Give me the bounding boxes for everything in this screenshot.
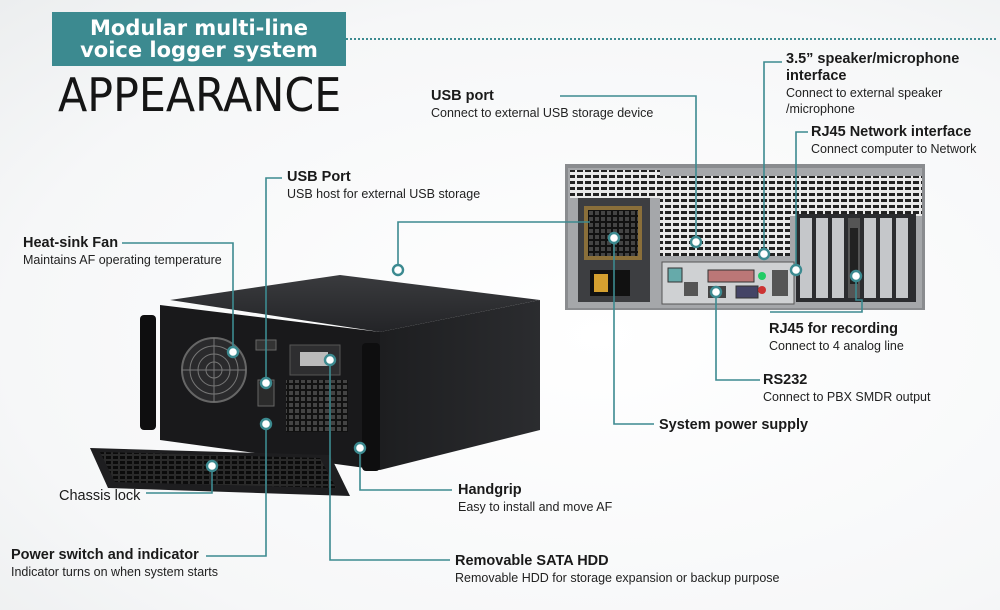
- banner-dotted-rule: [346, 38, 996, 40]
- callout-sata-hdd: Removable SATA HDD Removable HDD for sto…: [455, 553, 779, 586]
- rs232-desc: Connect to PBX SMDR output: [763, 390, 931, 404]
- speaker-mic-title-2: interface: [786, 68, 847, 84]
- header-banner: Modular multi-line voice logger system: [52, 12, 346, 66]
- callout-speaker-mic: 3.5” speaker/microphone interface Connec…: [786, 51, 959, 117]
- callout-usb-port-front: USB Port USB host for external USB stora…: [287, 169, 480, 202]
- callout-power-switch: Power switch and indicator Indicator tur…: [11, 547, 218, 580]
- rj45-network-title: RJ45 Network interface: [811, 124, 972, 140]
- rj45-network-desc: Connect computer to Network: [811, 142, 977, 156]
- speaker-mic-desc-1: Connect to external speaker: [786, 86, 943, 100]
- callout-power-supply: System power supply: [659, 417, 808, 434]
- power-supply-title: System power supply: [659, 417, 809, 433]
- callout-rs232: RS232 Connect to PBX SMDR output: [763, 372, 930, 405]
- usb-port-rear-desc: Connect to external USB storage device: [431, 106, 654, 120]
- rear-chassis-image: [565, 164, 925, 310]
- callout-handgrip: Handgrip Easy to install and move AF: [458, 482, 612, 515]
- callout-markers: [205, 231, 863, 473]
- usb-port-front-desc: USB host for external USB storage: [287, 187, 481, 201]
- rj45-recording-title: RJ45 for recording: [769, 321, 898, 337]
- power-switch-desc: Indicator turns on when system starts: [11, 565, 219, 579]
- rs232-title: RS232: [763, 372, 808, 388]
- callout-usb-port-rear: USB port Connect to external USB storage…: [431, 88, 653, 121]
- leader-lines: [122, 61, 863, 561]
- heatsink-fan-title: Heat-sink Fan: [23, 235, 119, 251]
- banner-line-2: voice logger system: [80, 38, 318, 62]
- callout-rj45-recording: RJ45 for recording Connect to 4 analog l…: [769, 321, 904, 354]
- sata-hdd-desc: Removable HDD for storage expansion or b…: [455, 571, 780, 585]
- callout-chassis-lock: Chassis lock: [59, 488, 140, 505]
- banner-line-1: Modular multi-line: [90, 16, 308, 40]
- speaker-mic-desc-2: /microphone: [786, 102, 855, 116]
- sata-hdd-title: Removable SATA HDD: [455, 553, 609, 569]
- speaker-mic-title-1: 3.5” speaker/microphone: [786, 51, 960, 67]
- front-chassis-image: [90, 275, 540, 496]
- page-title: APPEARANCE: [58, 68, 342, 122]
- rj45-recording-desc: Connect to 4 analog line: [769, 339, 904, 353]
- usb-port-front-title: USB Port: [287, 169, 351, 185]
- chassis-lock-title: Chassis lock: [59, 488, 141, 504]
- callout-rj45-network: RJ45 Network interface Connect computer …: [811, 124, 976, 157]
- power-switch-title: Power switch and indicator: [11, 547, 199, 563]
- handgrip-title: Handgrip: [458, 482, 522, 498]
- handgrip-desc: Easy to install and move AF: [458, 500, 613, 514]
- usb-port-rear-title: USB port: [431, 88, 494, 104]
- callout-heatsink-fan: Heat-sink Fan Maintains AF operating tem…: [23, 235, 222, 268]
- heatsink-fan-desc: Maintains AF operating temperature: [23, 253, 222, 267]
